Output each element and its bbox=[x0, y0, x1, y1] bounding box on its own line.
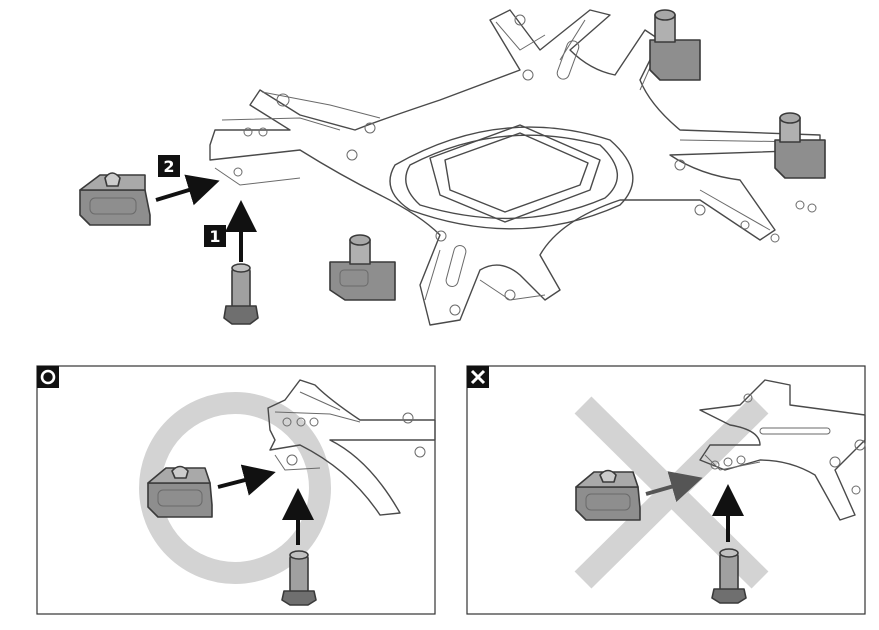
incorrect-clip bbox=[575, 469, 641, 521]
incorrect-standoff bbox=[711, 548, 747, 604]
incorrect-bracket-arm bbox=[699, 379, 866, 521]
step-number-1: 1 bbox=[209, 227, 220, 246]
step-number-2: 2 bbox=[163, 157, 174, 176]
o-badge bbox=[37, 366, 59, 388]
loose-clip bbox=[79, 172, 151, 226]
correct-arrow-clip bbox=[217, 464, 276, 496]
step-badge-1: 1 bbox=[204, 225, 226, 247]
mounting-bracket bbox=[209, 9, 821, 326]
bracket-clip-top-right bbox=[649, 9, 701, 81]
correct-standoff bbox=[281, 550, 317, 606]
standoff-screw bbox=[223, 263, 259, 325]
arrow-step-2 bbox=[155, 174, 220, 206]
correct-panel bbox=[36, 365, 436, 615]
correct-bracket-arm bbox=[267, 379, 436, 516]
x-icon bbox=[470, 369, 486, 385]
incorrect-arrow-clip bbox=[645, 471, 703, 502]
correct-clip bbox=[147, 465, 213, 518]
step-badge-2: 2 bbox=[158, 155, 180, 177]
incorrect-panel bbox=[466, 365, 866, 615]
o-icon bbox=[40, 369, 56, 385]
bracket-clip-bottom-left bbox=[329, 234, 396, 301]
bracket-clip-right bbox=[774, 112, 826, 179]
